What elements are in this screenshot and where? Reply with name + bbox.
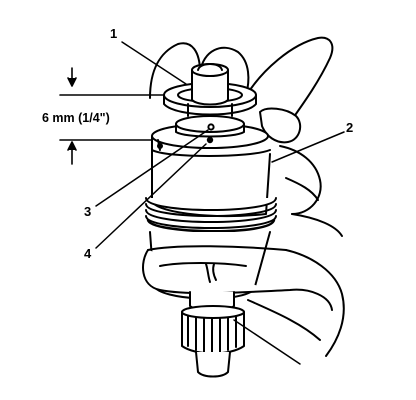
callout-4: 4 (84, 246, 92, 261)
leader-lines (95, 41, 345, 365)
callout-3: 3 (84, 204, 91, 219)
injector-inlet-connector (181, 291, 245, 378)
dimension-marker (59, 67, 165, 165)
callout-2: 2 (346, 120, 353, 135)
retainer-clip-assembly (163, 63, 257, 144)
lower-hand (142, 245, 345, 357)
dimension-label: 6 mm (1/4") (42, 111, 110, 125)
callout-1: 1 (110, 26, 117, 41)
